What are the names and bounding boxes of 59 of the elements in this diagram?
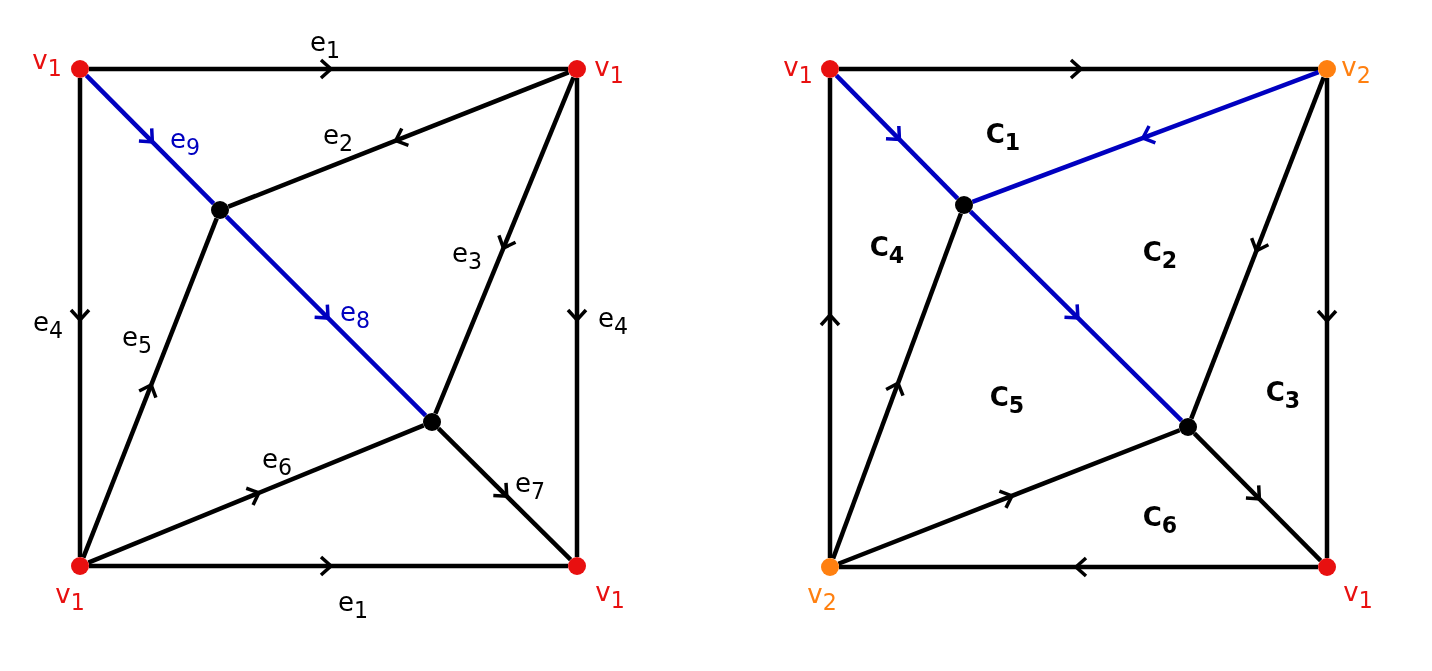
edge-label: e$_{1}$ (309, 28, 341, 62)
face-label: C$_{6}$ (1142, 503, 1178, 537)
directed-edge (839, 556, 1318, 578)
directed-edge (1189, 76, 1326, 420)
directed-edge (84, 73, 216, 206)
directed-edge (227, 70, 570, 209)
face-label: C$_{2}$ (1142, 238, 1178, 272)
face-label: C$_{3}$ (1265, 378, 1301, 412)
directed-edge (81, 217, 219, 559)
vertex-dot (568, 60, 586, 78)
vertex-label: v$_{1}$ (595, 578, 625, 612)
edge-label: e$_{2}$ (322, 121, 354, 155)
vertex-label: v$_{1}$ (783, 53, 813, 87)
directed-edge (89, 555, 568, 577)
directed-edge (87, 423, 425, 565)
vertex-label: v$_{1}$ (594, 53, 624, 87)
directed-edge (69, 78, 91, 557)
directed-edge (89, 58, 568, 80)
face-label: C$_{4}$ (869, 233, 905, 267)
directed-edge (834, 73, 960, 201)
edge-label: e$_{1}$ (337, 588, 369, 622)
vertex-dot (1318, 60, 1336, 78)
vertex-label: v$_{1}$ (55, 580, 85, 614)
edge-label: e$_{7}$ (514, 469, 546, 503)
edge-label: e$_{4}$ (32, 308, 64, 342)
vertex-label: v$_{1}$ (1343, 578, 1373, 612)
vertex-dot (1318, 558, 1336, 576)
face-label: C$_{5}$ (989, 383, 1025, 417)
directed-edge (433, 76, 576, 415)
edge-label: e$_{9}$ (169, 125, 201, 159)
vertex-label: v$_{2}$ (807, 580, 837, 614)
directed-edge (839, 58, 1318, 80)
edge-label: e$_{6}$ (261, 445, 293, 479)
vertex-dot (821, 558, 839, 576)
directed-edge (968, 209, 1184, 423)
vertex-dot (71, 557, 89, 575)
vertex-dot (568, 557, 586, 575)
directed-edge (819, 78, 841, 558)
directed-edge (837, 428, 1181, 566)
vertex-dot (211, 201, 229, 219)
directed-edge (436, 426, 573, 562)
edge-label: e$_{5}$ (121, 323, 153, 357)
vertex-dot (955, 196, 973, 214)
directed-edge (1192, 431, 1323, 563)
vertex-dot (71, 60, 89, 78)
face-label: C$_{1}$ (985, 120, 1021, 154)
edge-label: e$_{4}$ (597, 304, 629, 338)
directed-edge (831, 212, 963, 560)
edge-label: e$_{3}$ (451, 239, 483, 273)
directed-edge (224, 214, 428, 418)
directed-edge (1316, 78, 1338, 558)
edge-label: e$_{8}$ (339, 298, 371, 332)
vertex-label: v$_{2}$ (1341, 53, 1371, 87)
vertex-label: v$_{1}$ (32, 46, 62, 80)
directed-edge (971, 70, 1320, 204)
vertex-dot (423, 413, 441, 431)
vertex-dot (1179, 418, 1197, 436)
vertex-dot (821, 60, 839, 78)
directed-edge (566, 78, 588, 557)
